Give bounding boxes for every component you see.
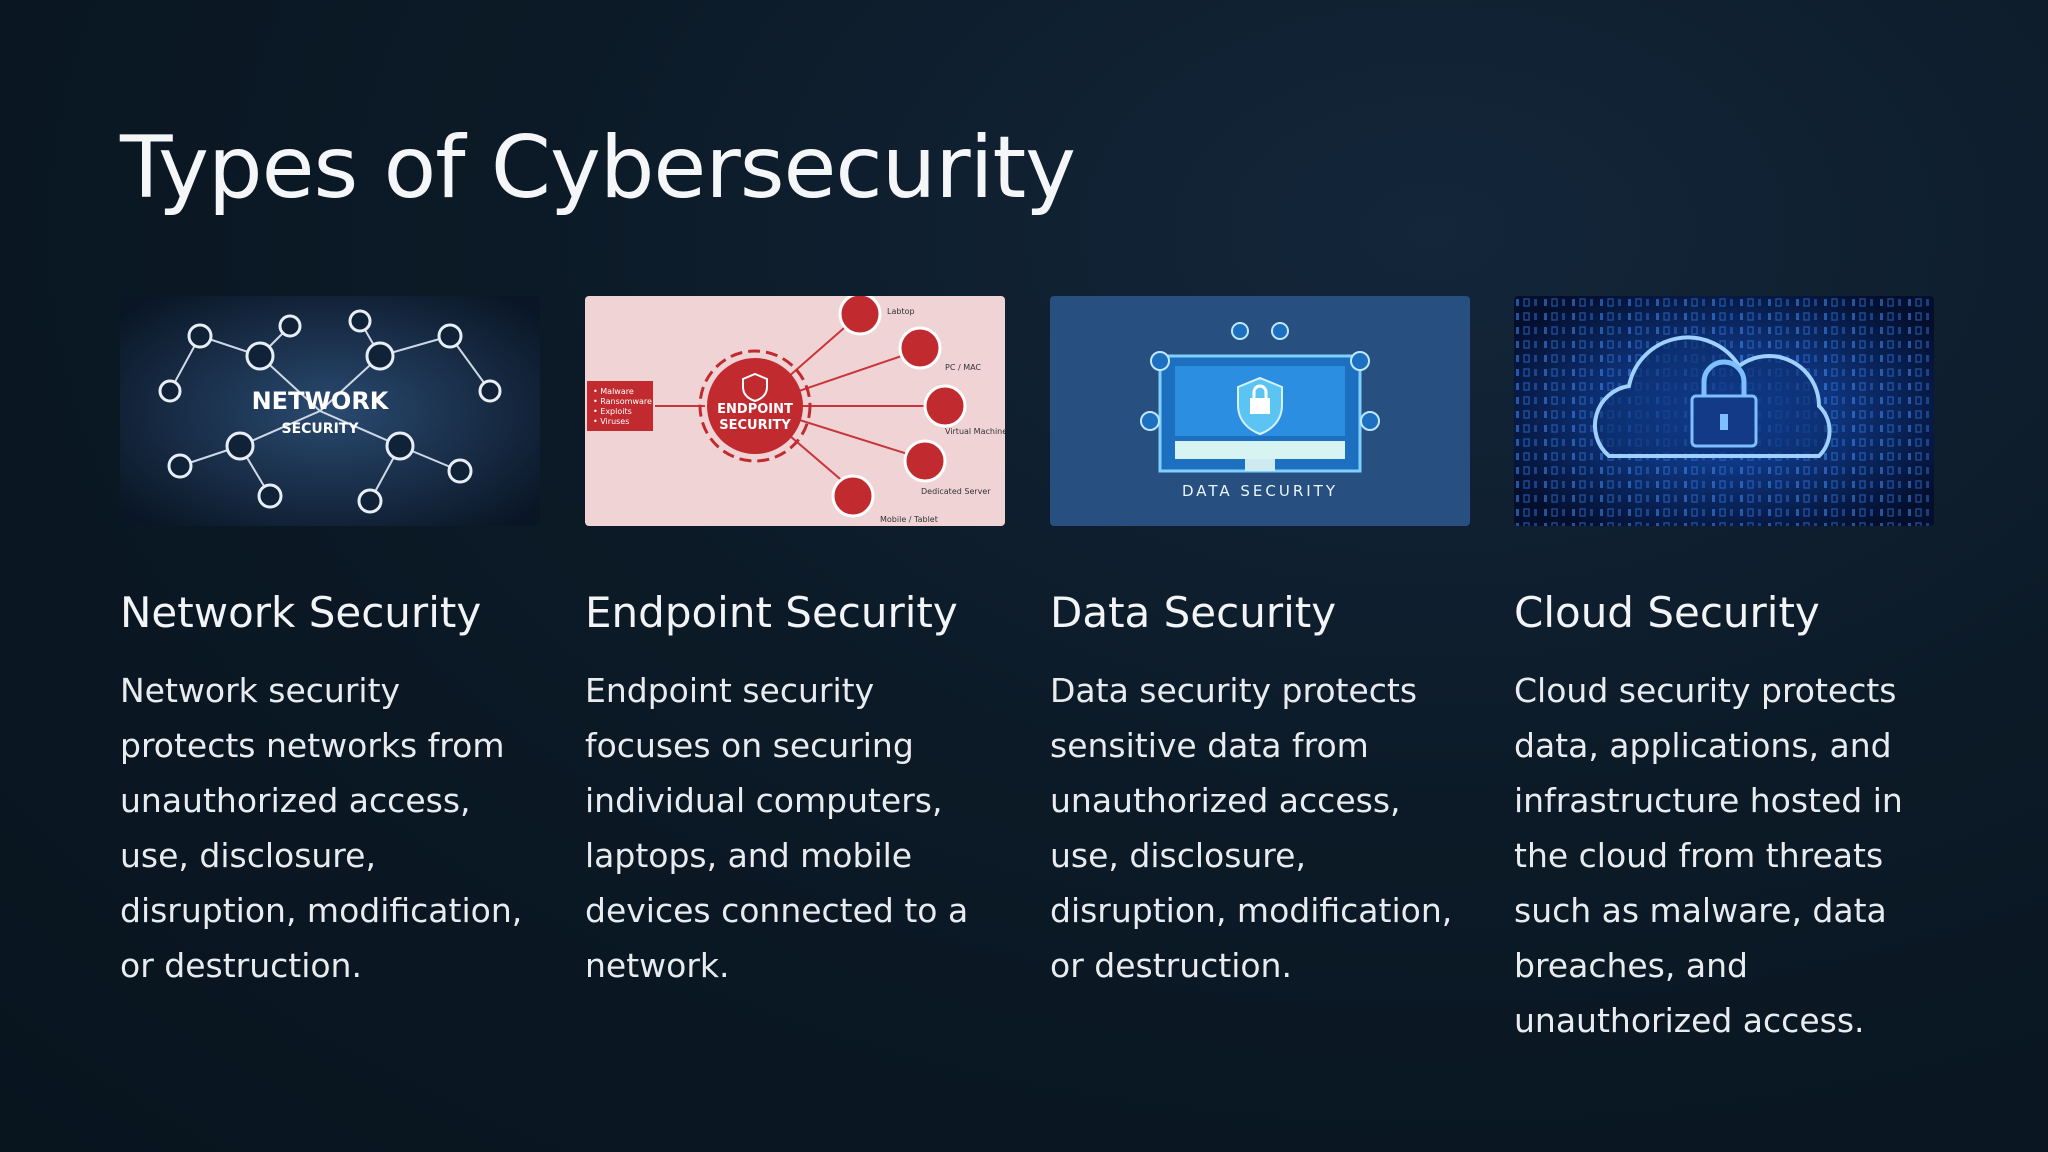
device-label: Labtop (887, 307, 915, 316)
card-description: Network security protects networks from … (120, 671, 523, 985)
device-label: PC / MAC (945, 363, 981, 372)
device-label: Virtual Machine (945, 427, 1005, 436)
data-image-caption: DATA SECURITY (1182, 482, 1338, 500)
cloud-security-image (1514, 296, 1934, 526)
threat-item: • Exploits (593, 407, 632, 416)
endpoint-image-line2: SECURITY (719, 418, 791, 433)
card-cloud-security: Cloud Security Cloud security protects d… (1514, 296, 1934, 1048)
card-title: Endpoint Security (585, 588, 958, 637)
endpoint-image-line1: ENDPOINT (717, 402, 793, 417)
card-network-security: NETWORK SECURITY Network Security Networ… (120, 296, 540, 993)
card-title: Cloud Security (1514, 588, 1820, 637)
data-security-image: DATA SECURITY (1050, 296, 1470, 526)
threat-item: • Ransomware (593, 397, 652, 406)
device-label: Mobile / Tablet (880, 515, 938, 524)
network-image-line2: SECURITY (282, 421, 360, 437)
card-description: Cloud security protects data, applicatio… (1514, 671, 1903, 1040)
card-endpoint-security: • Malware • Ransomware • Exploits • Viru… (585, 296, 1005, 993)
slide-title: Types of Cybersecurity (120, 118, 1076, 218)
endpoint-security-image: • Malware • Ransomware • Exploits • Viru… (585, 296, 1005, 526)
card-description: Endpoint security focuses on securing in… (585, 671, 969, 985)
threat-item: • Viruses (593, 417, 629, 426)
threat-item: • Malware (593, 387, 634, 396)
card-title: Network Security (120, 588, 482, 637)
card-title: Data Security (1050, 588, 1337, 637)
network-image-line1: NETWORK (252, 387, 390, 415)
card-description: Data security protects sensitive data fr… (1050, 671, 1453, 985)
network-security-image: NETWORK SECURITY (120, 296, 540, 526)
device-label: Dedicated Server (921, 487, 991, 496)
card-data-security: DATA SECURITY Data Security Data securit… (1050, 296, 1470, 993)
